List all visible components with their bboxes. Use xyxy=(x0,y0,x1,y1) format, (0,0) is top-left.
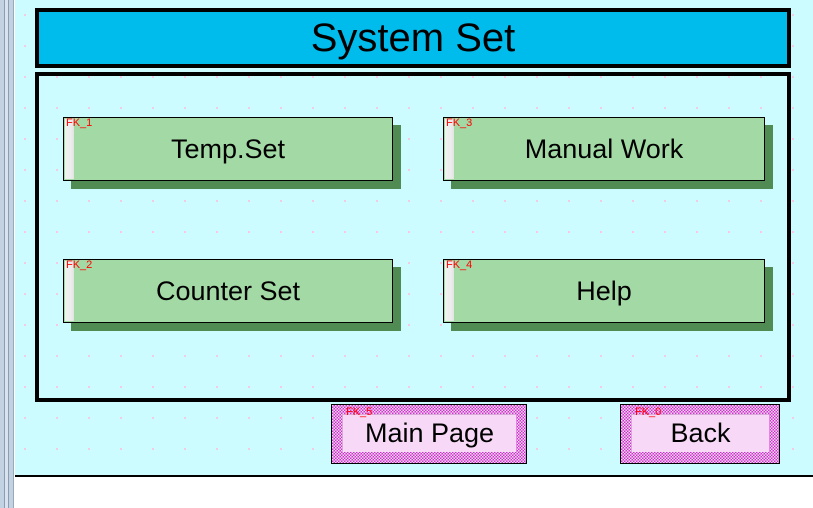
button-face: Counter Set xyxy=(63,259,393,323)
nav-button-label: Back xyxy=(670,418,731,448)
function-key-tag: FK_5 xyxy=(346,406,373,418)
function-button-manual-work[interactable]: Manual Work FK_3 xyxy=(443,117,773,189)
function-key-tag: FK_4 xyxy=(446,259,473,271)
function-button-temp-set[interactable]: Temp.Set FK_1 xyxy=(63,117,401,189)
function-button-counter-set[interactable]: Counter Set FK_2 xyxy=(63,259,401,331)
button-face: FK_5 Main Page xyxy=(342,406,516,452)
editor-left-gutter xyxy=(0,0,14,508)
function-button-label: Temp.Set xyxy=(170,133,286,164)
button-bevel-highlight xyxy=(65,261,74,321)
function-button-help[interactable]: Help FK_4 xyxy=(443,259,773,331)
function-key-tag: FK_2 xyxy=(66,259,93,271)
button-face: Temp.Set xyxy=(63,117,393,181)
function-button-label: Counter Set xyxy=(155,275,301,306)
editor-workspace-below xyxy=(15,479,813,508)
function-key-tag: FK_0 xyxy=(635,406,662,418)
function-key-tag: FK_3 xyxy=(446,117,473,129)
button-face: FK_0 Back xyxy=(631,406,769,452)
nav-button-label: Main Page xyxy=(364,418,495,448)
nav-button-main-page[interactable]: FK_5 Main Page xyxy=(331,404,527,464)
nav-button-back[interactable]: FK_0 Back xyxy=(620,404,780,464)
function-key-tag: FK_1 xyxy=(66,117,93,129)
function-button-label: Help xyxy=(576,275,632,306)
editor-scroll-rail[interactable] xyxy=(4,0,9,508)
button-bevel-highlight xyxy=(445,119,454,179)
button-bevel-highlight xyxy=(65,119,74,179)
function-button-label: Manual Work xyxy=(524,133,684,164)
button-face: Help xyxy=(443,259,765,323)
hmi-canvas: System Set Temp.Set FK_1 Manual Work FK_… xyxy=(15,0,813,477)
page-title: System Set xyxy=(310,16,516,60)
button-face: Manual Work xyxy=(443,117,765,181)
screen-title-bar: System Set xyxy=(35,8,791,68)
content-panel xyxy=(35,72,791,402)
button-bevel-highlight xyxy=(445,261,454,321)
